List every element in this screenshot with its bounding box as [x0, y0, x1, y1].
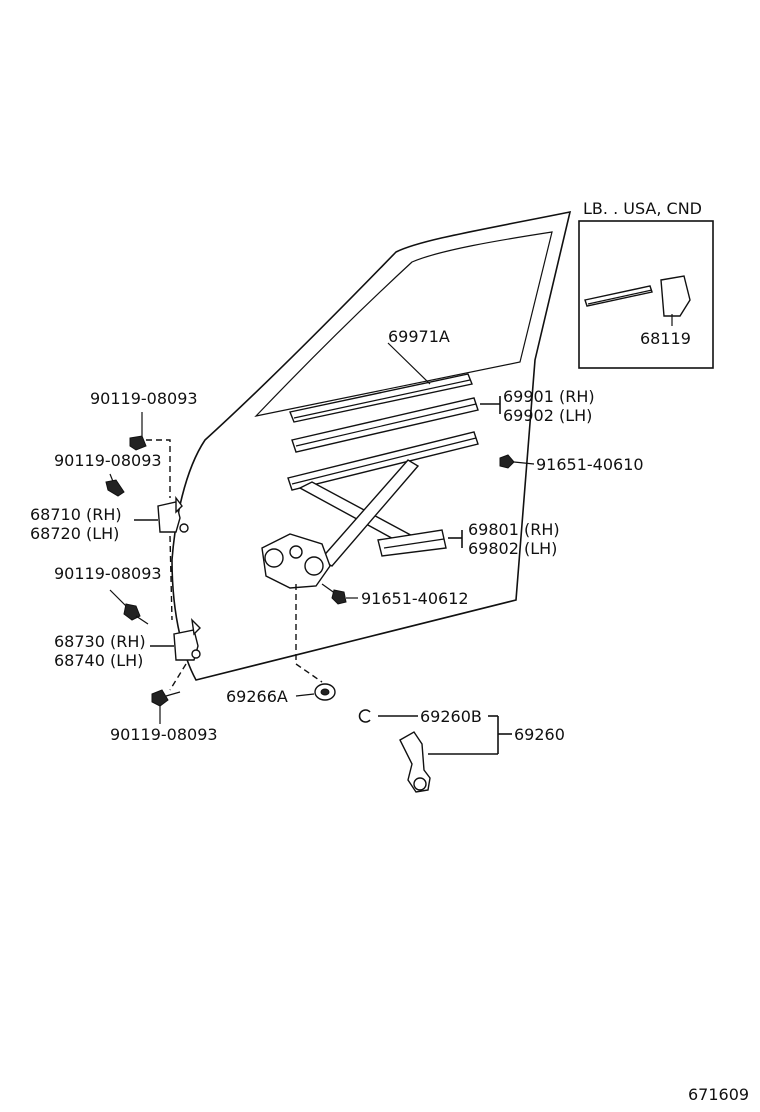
- label-68710: 68710 (RH): [30, 505, 122, 524]
- inset-box: [578, 220, 714, 369]
- upper-hinge-icon: [157, 495, 189, 533]
- label-69901: 69901 (RH): [503, 387, 595, 406]
- glass-channel-upper: [289, 373, 473, 423]
- inset-part-label: 68119: [640, 329, 691, 348]
- diagram-id: 671609: [688, 1085, 749, 1104]
- label-69801: 69801 (RH): [468, 520, 560, 539]
- bolt-90119-08093-c-icon: [123, 603, 149, 625]
- label-69802: 69802 (LH): [468, 539, 557, 558]
- label-69266A: 69266A: [226, 687, 288, 706]
- label-69260B: 69260B: [420, 707, 482, 726]
- glass-channel-lower: [287, 431, 479, 491]
- window-regulator: [261, 459, 447, 589]
- bolt-90119-08093-d-icon: [151, 689, 181, 707]
- inset-title: LB. . USA, CND: [583, 199, 702, 218]
- label-68740: 68740 (LH): [54, 651, 143, 670]
- window-handle-icon: [399, 731, 431, 793]
- glass-run: [291, 397, 479, 453]
- door-outline: [171, 210, 572, 681]
- lower-hinge-icon: [173, 618, 201, 661]
- label-69260: 69260: [514, 725, 565, 744]
- label-69971A: 69971A: [388, 327, 450, 346]
- label-90119-08093-a: 90119-08093: [90, 389, 198, 408]
- bolt-91651-40612-icon: [321, 583, 358, 605]
- label-91651-40612: 91651-40612: [361, 589, 469, 608]
- label-91651-40610: 91651-40610: [536, 455, 644, 474]
- bolt-90119-08093-a-icon: [129, 435, 147, 451]
- label-68720: 68720 (LH): [30, 524, 119, 543]
- label-90119-08093-c: 90119-08093: [54, 564, 162, 583]
- bolt-91651-40610-icon: [499, 454, 535, 469]
- cushion-icon: [314, 683, 336, 701]
- bolt-90119-08093-b-icon: [105, 479, 125, 497]
- label-69902: 69902 (LH): [503, 406, 592, 425]
- label-90119-08093-d: 90119-08093: [110, 725, 218, 744]
- label-68730: 68730 (RH): [54, 632, 146, 651]
- label-90119-08093-b: 90119-08093: [54, 451, 162, 470]
- snap-ring-icon: [358, 709, 371, 723]
